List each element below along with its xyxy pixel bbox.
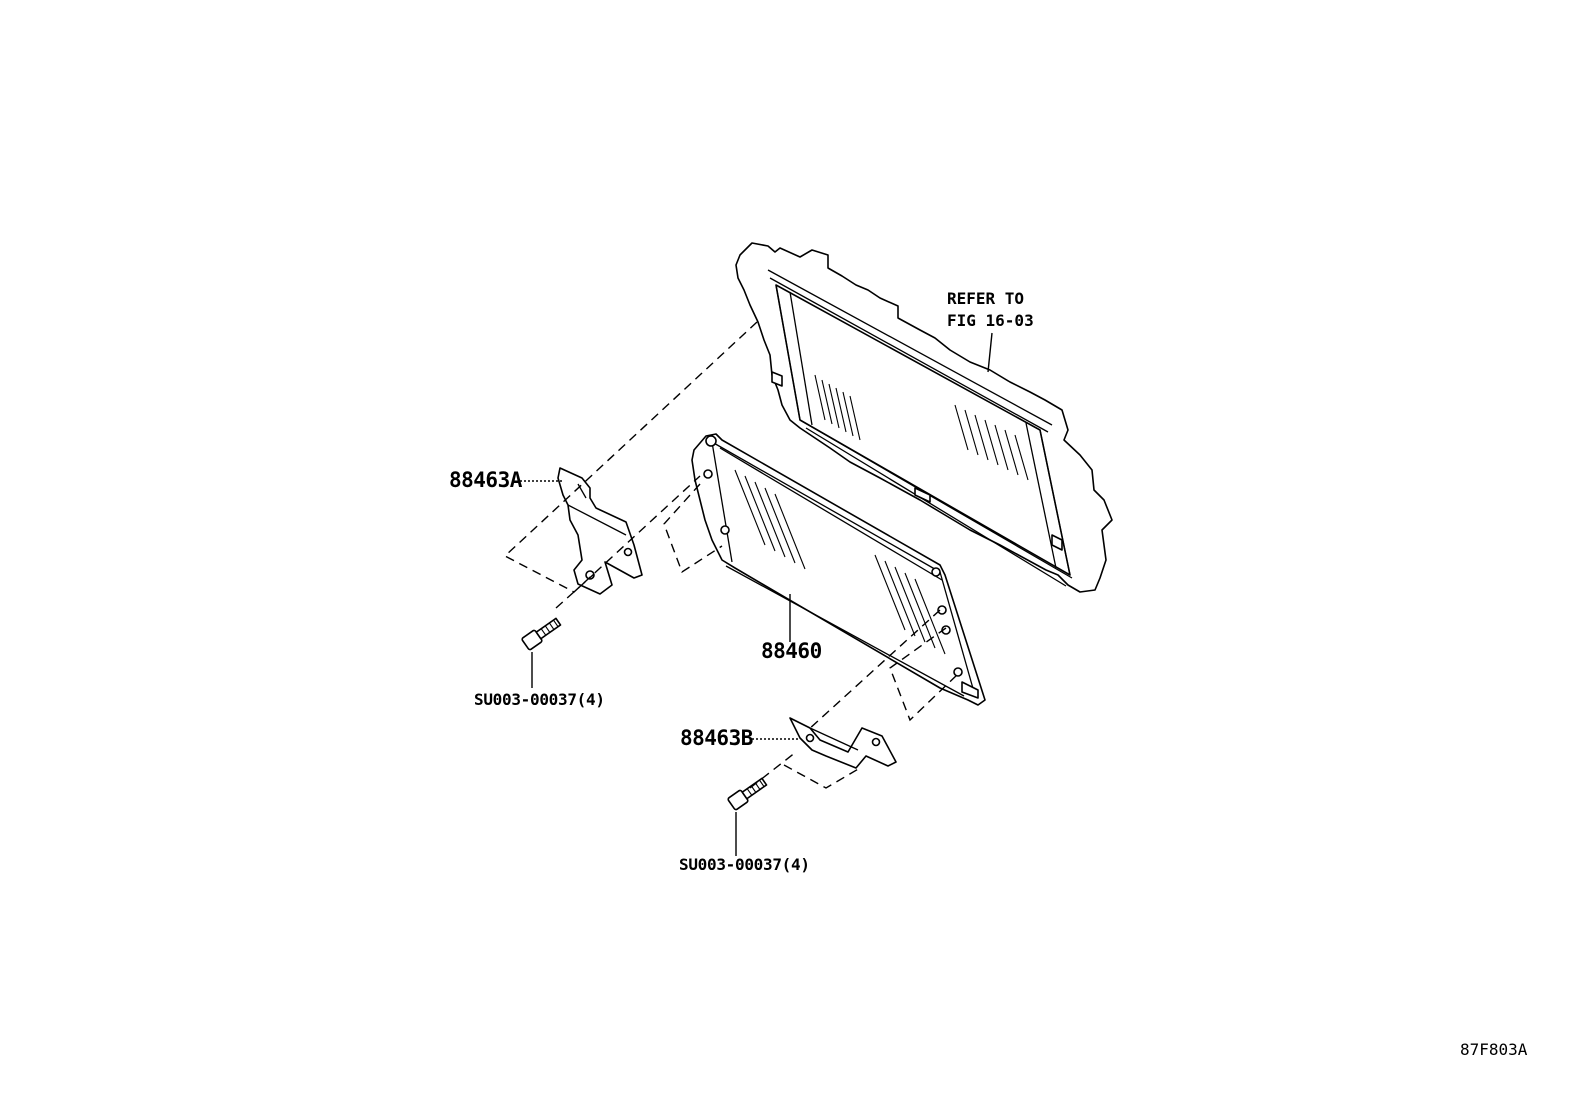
figure-code: 87F803A	[1460, 1040, 1528, 1059]
part-label-bolt-upper[interactable]: SU003-00037(4)	[474, 690, 605, 709]
bolt-lower-illustration	[727, 777, 768, 811]
condenser-frame	[691, 433, 986, 706]
leader-lines	[520, 332, 993, 856]
condenser-illustration	[691, 433, 986, 706]
refer-note: REFER TO FIG 16-03	[947, 288, 1034, 332]
radiator-fins-left	[814, 374, 861, 441]
bracket-b-illustration	[789, 717, 897, 769]
radiator-illustration	[735, 242, 1113, 593]
part-label-bracket-a[interactable]: 88463A	[449, 468, 522, 492]
part-label-condenser[interactable]: 88460	[761, 639, 822, 663]
refer-note-line2: FIG 16-03	[947, 311, 1034, 330]
assembly-dashed-lines	[503, 321, 959, 789]
radiator-fins-right	[954, 404, 1029, 481]
bolt-upper-illustration	[521, 617, 562, 651]
part-label-bolt-lower[interactable]: SU003-00037(4)	[679, 855, 810, 874]
bracket-a-illustration	[557, 467, 643, 595]
refer-note-line1: REFER TO	[947, 289, 1025, 308]
part-label-bracket-b[interactable]: 88463B	[680, 726, 753, 750]
condenser-fins	[734, 469, 946, 655]
